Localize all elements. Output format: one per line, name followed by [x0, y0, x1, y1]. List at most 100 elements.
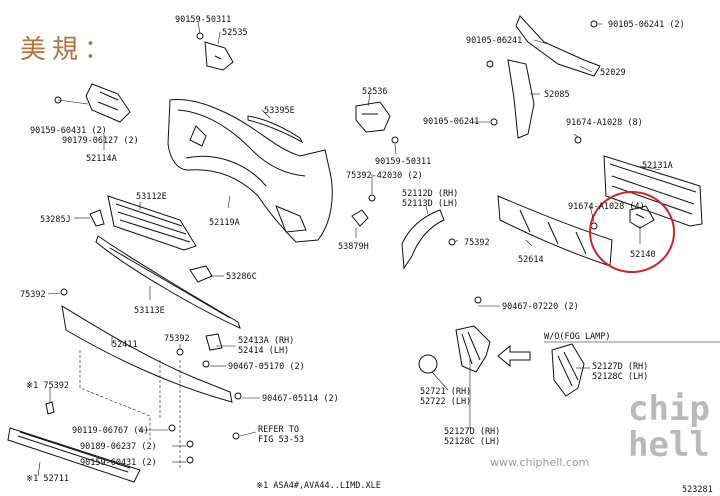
label-90159-50311-a: 90159-50311 [175, 15, 231, 25]
direction-arrow [497, 344, 531, 368]
label-90105-06241-a: 90105-06241 [466, 36, 522, 46]
label-refer-to: REFER TO [258, 425, 299, 435]
label-90179-06127: 90179-06127 (2) [62, 136, 139, 146]
svg-text:chip: chip [628, 389, 710, 429]
label-52029: 52029 [600, 68, 626, 78]
bolt-90105-06241-c [490, 118, 498, 126]
lower-grille-53113E [95, 235, 241, 329]
label-52413A: 52413A (RH) [238, 336, 294, 346]
clip-75392-c [176, 348, 184, 356]
label-90467-07220: 90467-07220 (2) [502, 302, 579, 312]
label-91674-b: 91674-A1028 (4) [568, 202, 645, 212]
label-90467-05114: 90467-05114 (2) [262, 394, 339, 404]
leader-lines [37, 21, 661, 477]
grille-insert-53285J [89, 209, 105, 227]
label-90159-50311-b: 90159-50311 [375, 157, 431, 167]
label-52535: 52535 [222, 28, 248, 38]
fog-bezel-52127D [455, 325, 491, 373]
clip-90159-50311-b [391, 136, 399, 144]
label-90105-06241-b: 90105-06241 (2) [608, 20, 685, 30]
bolt-90189-06237 [186, 440, 194, 448]
bolt-91674-a [574, 136, 582, 144]
label-refer-fig: FIG 53-53 [258, 435, 304, 445]
label-52411: 52411 [112, 340, 138, 350]
bolt-90159-60431-b [186, 456, 194, 464]
bracket-52535 [204, 41, 234, 71]
watermark-text: www.chiphell.com [490, 456, 589, 469]
figure-id: 523281 [682, 485, 713, 495]
label-52614: 52614 [518, 255, 544, 265]
bolt-90105-06241-b [590, 20, 598, 28]
fog-lamp-ring-52721 [418, 354, 438, 374]
clip-75392-42030 [368, 194, 376, 202]
spoiler-52411 [61, 305, 233, 403]
bolt-90119-06767 [168, 424, 176, 432]
svg-text:hell: hell [628, 425, 710, 465]
footnote: ※1 ASA4#,AVA44..LIMD.XLE [256, 481, 381, 491]
label-52711: ※1 52711 [26, 474, 69, 484]
bumper-cover-52119A [167, 99, 333, 243]
bracket-52413A [205, 333, 223, 351]
absorber-52614 [497, 195, 613, 267]
label-52721: 52721 (RH) [420, 387, 471, 397]
label-52128C-b: 52128C (LH) [444, 437, 500, 447]
clip-75392-d [45, 401, 55, 415]
cover-53286C [189, 265, 213, 283]
label-53879H: 53879H [338, 242, 369, 252]
label-52113D: 52113D (LH) [402, 199, 458, 209]
label-52128C-a: 52128C (LH) [592, 372, 648, 382]
label-52085: 52085 [544, 90, 570, 100]
label-52127D-b: 52127D (RH) [444, 427, 500, 437]
part-drawings [7, 15, 720, 483]
chiphell-logo: chip hell [628, 389, 710, 465]
clip-90159-50311-a [196, 32, 204, 40]
fog-cover-52127D-b [551, 343, 585, 397]
strip-53395E [247, 115, 304, 144]
label-90159-60431-b: 90159-60431 (2) [80, 458, 157, 468]
highlight-circle [589, 191, 675, 273]
label-91674-a: 91674-A1028 (8) [566, 118, 643, 128]
skid-plate-52711 [7, 427, 141, 483]
bracket-52085 [507, 59, 535, 139]
label-90159-60431-a: 90159-60431 (2) [30, 126, 107, 136]
bolt-refer [232, 432, 240, 440]
bracket-52114A [85, 83, 131, 123]
label-53285J: 53285J [40, 215, 71, 225]
label-52127D: 52127D (RH) [592, 362, 648, 372]
clip-53879H [351, 209, 369, 227]
label-75392-d: ※1 75392 [26, 381, 69, 391]
fog-lamp-label: W/O(FOG LAMP) [544, 332, 611, 342]
label-75392-c: 75392 [164, 334, 190, 344]
grille-53112E [107, 195, 197, 251]
label-52414: 52414 (LH) [238, 346, 289, 356]
stay-52140 [629, 205, 655, 229]
screw-90467-05170 [202, 360, 210, 368]
label-53395E: 53395E [264, 106, 295, 116]
bolt-91674-b [590, 222, 598, 230]
bracket-52536 [355, 101, 391, 133]
label-52131A: 52131A [642, 161, 673, 171]
label-52112D: 52112D (RH) [402, 189, 458, 199]
label-90119-06767: 90119-06767 (4) [72, 426, 149, 436]
label-52119A: 52119A [209, 218, 240, 228]
label-53113E: 53113E [134, 306, 165, 316]
part-labels: 90159-50311 52535 53395E 52536 90105-062… [20, 15, 713, 495]
reinforcement-52131A [603, 155, 703, 227]
label-75392-42030: 75392-42030 (2) [346, 171, 423, 181]
label-90467-05170: 90467-05170 (2) [228, 362, 305, 372]
label-75392-a: 75392 [464, 238, 490, 248]
label-53112E: 53112E [136, 192, 167, 202]
label-90189-06237: 90189-06237 (2) [80, 442, 157, 452]
label-53286C: 53286C [226, 272, 257, 282]
screw-90467-05114 [234, 392, 242, 400]
label-52114A: 52114A [86, 154, 117, 164]
label-90105-06241-c: 90105-06241 [423, 117, 479, 127]
label-52722: 52722 (LH) [420, 397, 471, 407]
clip-75392-a [448, 238, 456, 246]
bolt-90105-06241-a [486, 60, 494, 68]
retainer-52112D [401, 209, 445, 270]
clip-90467-07220 [474, 296, 482, 304]
label-52140: 52140 [630, 250, 656, 260]
page-title: 美規： [20, 35, 116, 65]
